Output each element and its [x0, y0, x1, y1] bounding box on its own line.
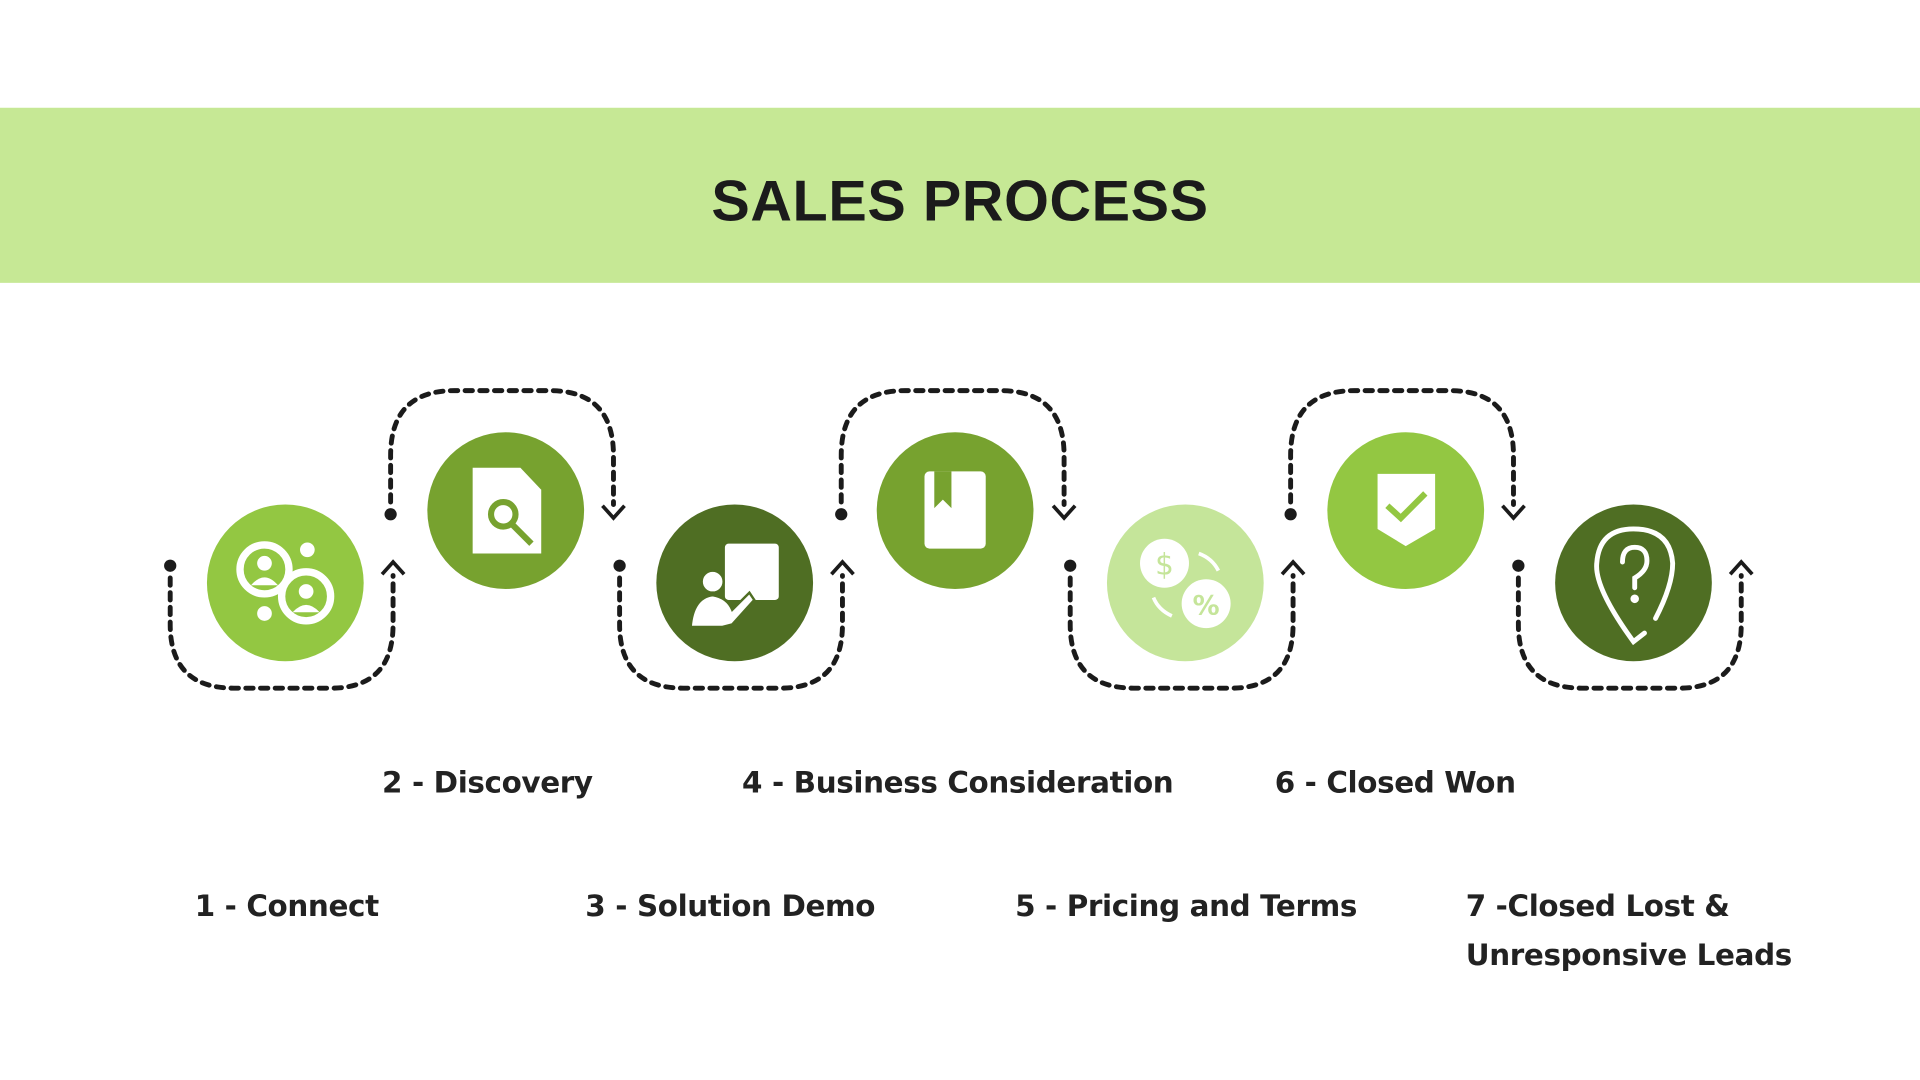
connector-upper-1 — [384, 388, 626, 521]
arrow-down-icon — [1051, 504, 1077, 521]
step-7-label-line2: Unresponsive Leads — [1465, 937, 1793, 973]
step-1-label: 1 - Connect — [194, 888, 379, 924]
step-6-label: 6 - Closed Won — [1274, 765, 1516, 800]
step-1-badge — [206, 504, 364, 662]
connector-lower-1 — [164, 559, 406, 691]
arrow-up-icon — [380, 559, 406, 576]
presenter-board-icon — [689, 543, 779, 629]
step-4-badge — [876, 432, 1034, 589]
shield-check-icon — [1377, 473, 1436, 547]
dollar-percent-exchange-icon: $ % — [1140, 538, 1231, 629]
step-6-badge — [1327, 432, 1485, 589]
people-network-icon — [236, 541, 335, 625]
step-5-label: 5 - Pricing and Terms — [1015, 888, 1358, 924]
step-3-badge — [656, 504, 814, 662]
step-3-label: 3 - Solution Demo — [585, 888, 876, 924]
step-7-badge — [1555, 504, 1712, 662]
svg-text:$: $ — [1155, 547, 1174, 581]
bookmark-book-icon — [924, 471, 986, 549]
arrow-up-icon — [830, 559, 855, 576]
connector-upper-3 — [1284, 388, 1526, 521]
step-5-badge: $ % — [1106, 504, 1264, 662]
connector-lower-3 — [1064, 559, 1306, 691]
document-search-icon — [472, 467, 542, 554]
location-question-icon — [1594, 526, 1676, 646]
connector-upper-2 — [835, 388, 1077, 521]
step-2-label: 2 - Discovery — [382, 765, 593, 800]
step-7-label: 7 -Closed Lost & — [1465, 888, 1730, 924]
arrow-up-icon — [1280, 559, 1306, 576]
connector-lower-4 — [1512, 559, 1754, 691]
arrow-up-icon — [1728, 559, 1754, 576]
connector-lower-2 — [613, 559, 855, 691]
svg-text:%: % — [1193, 591, 1220, 622]
step-4-label: 4 - Business Consideration — [742, 765, 1174, 800]
title-banner: SALES PROCESS — [0, 107, 1920, 283]
page-title: SALES PROCESS — [711, 167, 1209, 233]
arrow-down-icon — [1501, 504, 1526, 521]
arrow-down-icon — [601, 504, 626, 521]
step-2-badge — [427, 432, 585, 589]
